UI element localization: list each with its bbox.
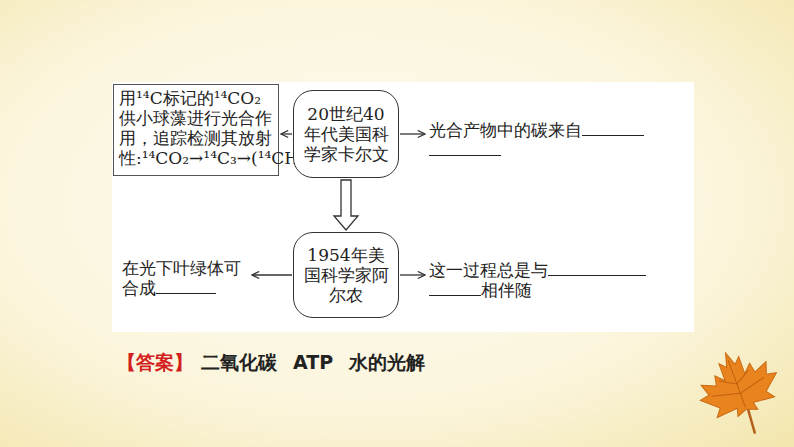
answer-line: 【答案】二氧化碳 ATP 水的光解 [117,350,441,376]
text-wrap: 20世纪40年代美国科学家卡尔文 [300,104,392,164]
conclusion-text: 这一过程总是与相伴随 [427,258,689,304]
answer-tag: 【答案】 [117,351,193,373]
node-text: 在光下叶绿体可合成 [122,258,241,298]
answer-text: 水的光解 [349,351,425,373]
node-text: 相伴随 [481,280,532,300]
fill-blank [429,281,481,296]
maple-leaf [688,339,794,447]
connector-arrow [400,133,425,134]
fill-blank [582,121,644,136]
fill-blank [429,141,501,156]
answer-text: ATP [293,351,333,373]
connector-arrow [400,274,425,275]
connector-arrow [334,180,358,230]
node-text: 这一过程总是与 [429,260,548,280]
scientist-box: 1954年美国科学家阿尔农 [293,232,399,318]
node-text: 1954年美国科学家阿尔农 [304,245,389,305]
scientist-box: 20世纪40年代美国科学家卡尔文 [293,90,399,178]
node-text: 20世纪40年代美国科学家卡尔文 [304,104,389,164]
experiment-box: 用¹⁴C标记的¹⁴CO₂供小球藻进行光合作用，追踪检测其放射性:¹⁴CO₂→¹⁴… [113,84,279,176]
node-text: 光合产物中的碳来自 [429,120,582,140]
conclusion-text: 在光下叶绿体可合成 [120,256,250,302]
connector-arrow [252,274,292,275]
answer-text: 二氧化碳 [201,351,277,373]
conclusion-text: 光合产物中的碳来自 [427,118,689,164]
fill-blank [548,261,646,276]
fill-blank [156,279,216,294]
text-wrap: 1954年美国科学家阿尔农 [300,245,392,305]
connector-arrow [281,133,292,134]
